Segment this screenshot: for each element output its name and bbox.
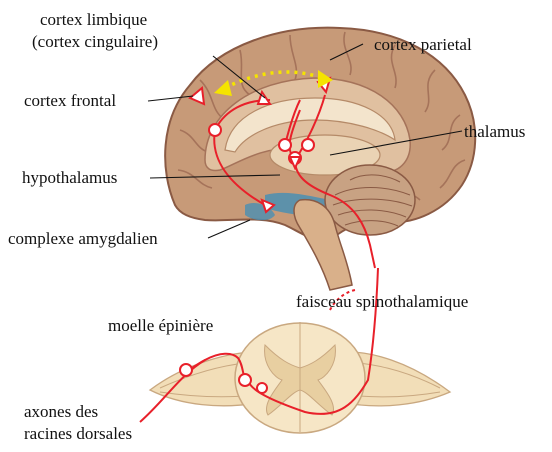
label-cortex-parietal: cortex parietal: [374, 35, 472, 55]
label-axones-line1: axones des: [24, 402, 98, 422]
label-faisceau-spinothalamique: faisceau spinothalamique: [296, 292, 468, 312]
label-cortex-limbique-line2: (cortex cingulaire): [32, 32, 158, 52]
label-moelle-epiniere: moelle épinière: [108, 316, 213, 336]
label-hypothalamus: hypothalamus: [22, 168, 117, 188]
label-thalamus: thalamus: [464, 122, 525, 142]
spinal-cord-section: [150, 322, 450, 433]
brain-sagittal-section: [165, 28, 475, 290]
label-axones-line2: racines dorsales: [24, 424, 132, 444]
label-cortex-frontal: cortex frontal: [24, 91, 116, 111]
label-cortex-limbique-line1: cortex limbique: [40, 10, 147, 30]
label-complexe-amygdalien: complexe amygdalien: [8, 229, 158, 249]
